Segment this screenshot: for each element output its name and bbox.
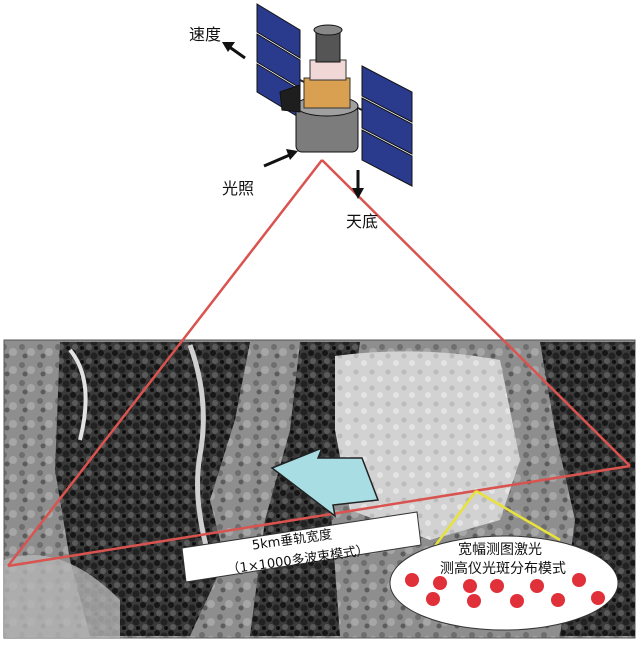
footprint-lines [7,159,631,568]
laser-dot [490,579,504,593]
laser-spot-ellipse [389,535,619,631]
flight-direction-arrow [270,446,380,518]
laser-dot [530,579,544,593]
laser-dot [433,576,447,590]
laser-dot [591,591,605,605]
laser-dot [426,592,440,606]
nadir-arrow [352,170,364,199]
sunlight-arrow [263,149,298,168]
yellow-pointer-lines [433,489,561,547]
velocity-arrow [222,42,246,60]
terrain-image [3,339,636,639]
sunlight-label: 光照 [222,179,255,198]
laser-dot [467,594,481,608]
nadir-label: 天底 [346,212,379,231]
swath-width-box [181,511,422,583]
velocity-label: 速度 [189,25,222,44]
laser-dot [405,573,419,587]
laser-spot-dots [405,573,605,608]
laser-mode-label-line2: 测高仪光斑分布模式 [440,561,566,577]
laser-mode-label-line1: 宽幅测图激光 [458,542,542,558]
satellite [256,3,413,187]
laser-dot [551,593,565,607]
laser-dot [510,594,524,608]
solar-panel-right [361,65,413,187]
laser-dot [572,573,586,587]
laser-dot [463,579,477,593]
